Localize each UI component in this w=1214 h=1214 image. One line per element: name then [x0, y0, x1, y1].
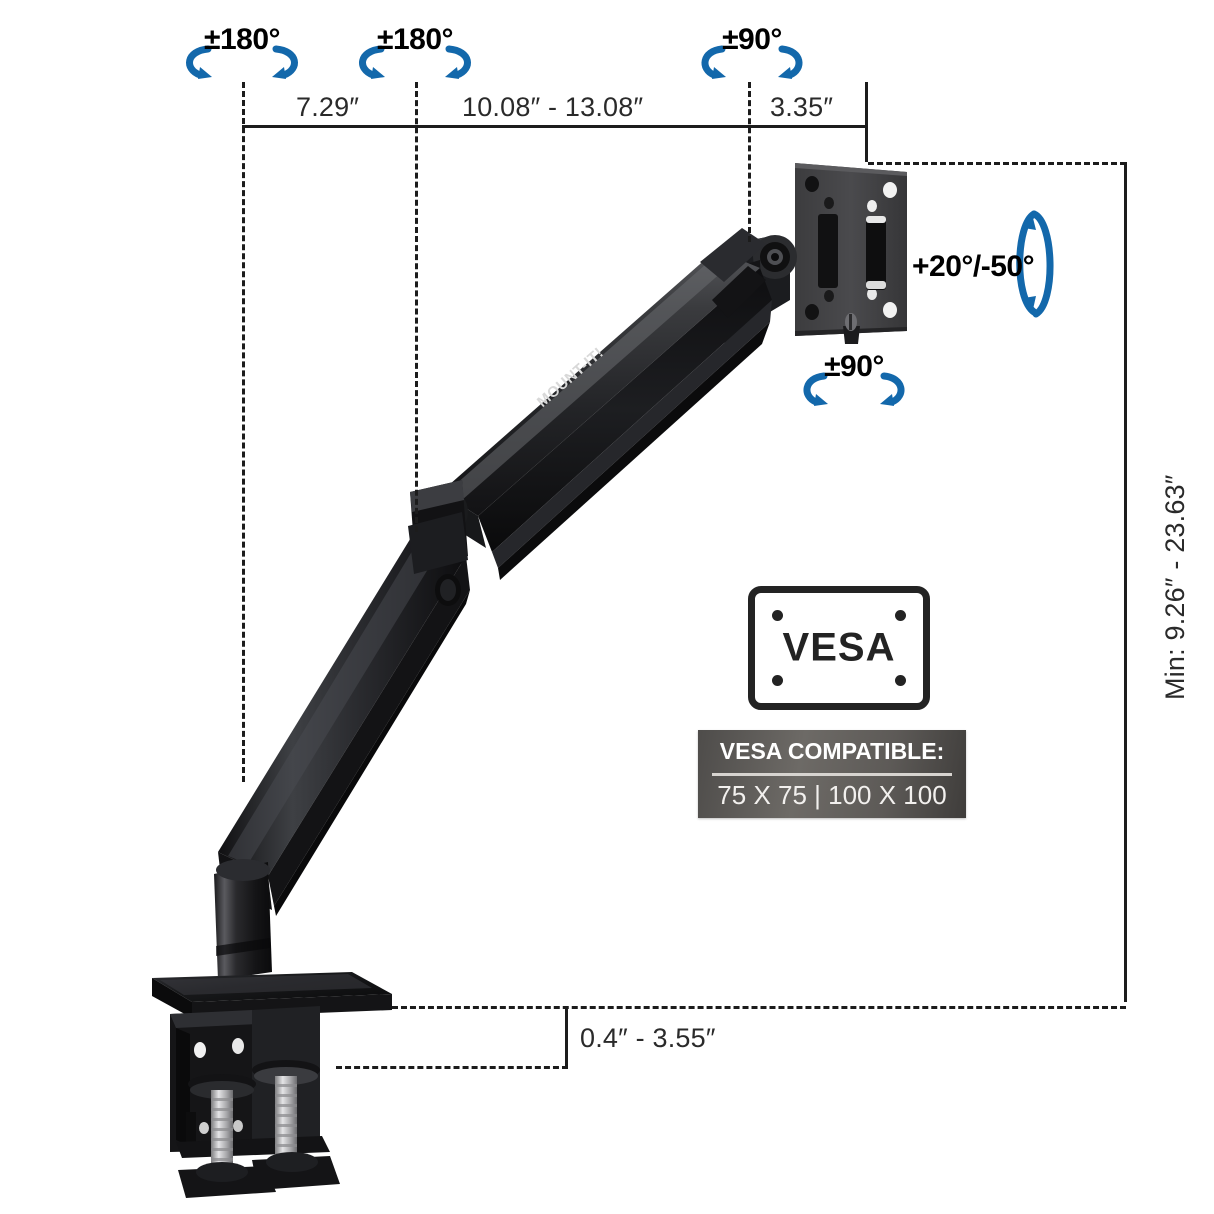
vesa-mounting-plate	[795, 163, 907, 344]
rotation-badge-wrist: ±90°	[688, 23, 816, 83]
rotation-badge-elbow: ±180°	[351, 23, 479, 83]
dimension-segment-1: 7.29″	[296, 92, 360, 122]
clamp-leader-lower	[336, 1066, 568, 1069]
rotation-label-base: ±180°	[203, 23, 281, 56]
extension-line-plate	[865, 82, 868, 162]
vesa-icon: VESA	[748, 586, 930, 710]
height-leader-top	[868, 162, 1126, 165]
top-dimension-line	[242, 125, 866, 128]
rotation-badge-base: ±180°	[178, 23, 306, 83]
lower-arm	[218, 512, 470, 916]
vesa-icon-label: VESA	[782, 625, 896, 670]
rotation-label-elbow: ±180°	[376, 23, 454, 56]
extension-line-base	[242, 82, 245, 782]
vesa-compatible-badge: VESA COMPATIBLE: 75 X 75 | 100 X 100	[698, 730, 966, 818]
vesa-hole-top-right	[895, 610, 906, 621]
dimension-height: Min: 9.26″ - 23.63″	[1160, 474, 1190, 700]
vesa-badge-title: VESA COMPATIBLE:	[719, 738, 945, 764]
extension-line-elbow	[415, 82, 418, 532]
swivel-label: ±90°	[824, 350, 884, 383]
dimension-segment-2: 10.08″ - 13.08″	[462, 92, 644, 122]
clamp-dimension-bracket	[565, 1006, 568, 1068]
height-dimension-line	[1124, 162, 1127, 1002]
vesa-hole-bottom-left	[772, 675, 783, 686]
vesa-badge-sizes: 75 X 75 | 100 X 100	[717, 780, 947, 810]
tilt-label: +20°/-50°	[912, 250, 1035, 283]
dimension-clamp: 0.4″ - 3.55″	[580, 1023, 716, 1053]
base-post	[152, 859, 392, 1018]
dimension-segment-3: 3.35″	[770, 92, 834, 122]
vesa-hole-top-left	[772, 610, 783, 621]
vesa-hole-bottom-right	[895, 675, 906, 686]
swivel-badge: ±90°	[790, 350, 918, 410]
vesa-badge-divider	[712, 773, 952, 776]
desk-clamp	[170, 1006, 340, 1198]
extension-line-wrist	[748, 82, 751, 242]
clamp-leader-upper	[392, 1006, 1126, 1009]
tilt-badge: +20°/-50°	[912, 198, 1112, 338]
rotation-label-wrist: ±90°	[722, 23, 782, 56]
gas-spring-arm	[424, 228, 772, 580]
